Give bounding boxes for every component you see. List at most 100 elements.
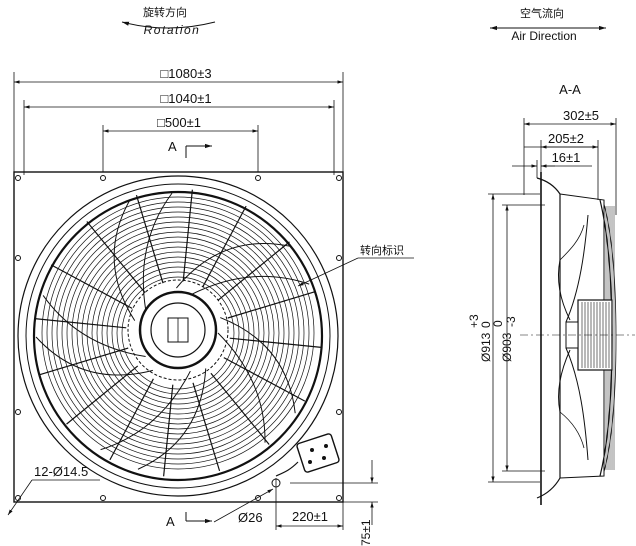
hub-outer	[127, 279, 229, 381]
holes-callout: 12-Ø14.5	[7, 464, 100, 516]
guard-spokes	[34, 189, 322, 477]
mounting-hole	[100, 495, 106, 501]
fan-blade-edge	[42, 295, 146, 358]
dim-1040-label: □1040±1	[160, 91, 211, 106]
guard-ring	[51, 206, 305, 460]
housing-inner-ring	[25, 183, 331, 489]
dim-205-label: 205±2	[548, 131, 584, 146]
guard-spoke	[227, 290, 317, 319]
dim-903-label: Ø903	[500, 332, 514, 362]
dim-1080: □1080±3	[13, 66, 344, 172]
guard-outer-ring	[32, 190, 324, 482]
fan-blade-edge	[113, 199, 136, 321]
dim-903: Ø903 0 -3	[491, 204, 545, 472]
guard-ring	[76, 231, 280, 435]
fan-blade-edge	[190, 275, 310, 296]
guard-spoke	[109, 378, 154, 461]
guard-spoke	[86, 221, 146, 294]
section-mark-bottom-label: A	[166, 514, 175, 529]
rotation-arrow	[121, 21, 216, 29]
rotation-mark-label: 转向标识	[360, 243, 404, 257]
side-motor	[520, 299, 635, 371]
guard-ring	[111, 266, 245, 400]
dim-16-label: 16±1	[552, 150, 581, 165]
section-mark-bottom: A	[166, 512, 212, 529]
guard-rings	[41, 196, 315, 470]
dim-913-tol-upper: +3	[467, 314, 481, 328]
guard-spoke	[202, 205, 247, 288]
fan-blade-edge	[217, 332, 266, 443]
guard-spoke	[50, 264, 133, 309]
dim-913-tol-lower: 0	[479, 321, 493, 328]
fan-blades	[35, 192, 310, 470]
dim-220: 220±1	[275, 500, 344, 530]
hub-ring	[138, 290, 218, 370]
dim-26: Ø26	[213, 478, 281, 525]
mounting-hole	[336, 175, 342, 181]
dim-16: 16±1	[512, 150, 592, 178]
dim-913-label: Ø913	[479, 332, 493, 362]
side-blades	[557, 214, 589, 461]
fan-blade-edge	[176, 243, 291, 289]
rotation-indicator: 旋转方向 Rotation	[121, 5, 216, 37]
section-mark-top-label: A	[168, 139, 177, 154]
rotation-mark-callout: 转向标识	[297, 243, 414, 287]
mounting-hole	[255, 175, 261, 181]
fan-blade-edge	[35, 336, 153, 376]
section-mark-top: A	[168, 139, 212, 158]
guard-ring	[41, 196, 315, 470]
dim-302: 302±5	[523, 108, 617, 215]
front-view: □1080±3 □1040±1 □500±1 A A	[7, 66, 414, 546]
guard-spoke	[66, 365, 139, 425]
junction-box	[275, 433, 340, 477]
dim-205: 205±2	[524, 131, 599, 200]
mounting-plate	[13, 171, 344, 503]
dim-1040: □1040±1	[23, 91, 335, 175]
mounting-hole	[15, 175, 21, 181]
mounting-hole	[255, 495, 261, 501]
mounting-hole	[15, 255, 21, 261]
guard-ring	[66, 221, 290, 445]
guard-spoke	[229, 337, 322, 348]
fan-blade-edge	[137, 368, 207, 470]
mounting-hole	[336, 255, 342, 261]
guard-spoke	[163, 384, 174, 477]
guard-ring	[61, 216, 295, 450]
dim-903-tol-upper: 0	[491, 320, 505, 327]
fan-blade-edge	[220, 317, 296, 414]
fan-blade-edge	[142, 192, 173, 310]
side-view: A-A 302±5 205±2 16±1	[467, 82, 635, 505]
dim-500: □500±1	[102, 115, 259, 172]
dim-26-label: Ø26	[238, 510, 263, 525]
housing-outer-ring	[17, 175, 339, 497]
guard-spoke	[217, 241, 290, 301]
mounting-hole	[336, 409, 342, 415]
guard-ring	[96, 251, 260, 415]
dim-75: 75±1	[290, 460, 378, 546]
dim-75-label: 75±1	[359, 519, 373, 546]
dim-302-label: 302±5	[563, 108, 599, 123]
guard-spoke	[135, 194, 164, 284]
rotation-label-en: Rotation	[144, 23, 201, 37]
guard-ring	[86, 241, 270, 425]
guard-spoke	[192, 382, 221, 472]
guard-ring	[101, 256, 255, 410]
guard-spoke	[210, 372, 270, 445]
guard-ring	[121, 276, 235, 390]
guard-spoke	[182, 189, 193, 282]
dim-220-label: 220±1	[292, 509, 328, 524]
air-direction-label-en: Air Direction	[511, 29, 576, 43]
holes-label: 12-Ø14.5	[34, 464, 88, 479]
dim-903-tol-lower: -3	[504, 316, 518, 327]
side-view-title: A-A	[559, 82, 581, 97]
guard-spoke	[34, 318, 127, 329]
air-direction-indicator: 空气流向 Air Direction	[490, 6, 606, 43]
mounting-hole	[336, 495, 342, 501]
dim-1080-label: □1080±3	[160, 66, 211, 81]
dim-500-label: □500±1	[157, 115, 201, 130]
guard-spoke	[39, 347, 129, 376]
mounting-hole	[100, 175, 106, 181]
air-direction-label-cn: 空气流向	[520, 6, 564, 20]
guard-ring	[116, 271, 240, 395]
fan-blade-edge	[100, 370, 191, 451]
